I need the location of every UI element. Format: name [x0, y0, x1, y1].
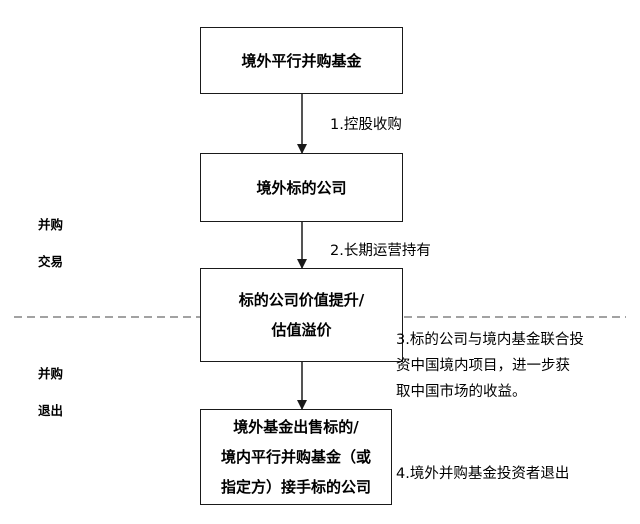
box-offshore-target-company-label: 境外标的公司 — [256, 178, 347, 197]
arrow-3-label: 3.标的公司与境内基金联合投 资中国境内项目，进一步获 取中国市场的收益。 — [396, 332, 584, 400]
box-exit-transfer: 境外基金出售标的/ 境内平行并购基金（或 指定方）接手标的公司 — [200, 409, 392, 505]
box-value-uplift-label: 标的公司价值提升/ 估值溢价 — [238, 291, 365, 339]
box-offshore-parallel-fund-label: 境外平行并购基金 — [241, 51, 362, 70]
box-exit-transfer-label: 境外基金出售标的/ 境内平行并购基金（或 指定方）接手标的公司 — [220, 418, 371, 496]
section-label-exit: 并购 退出 — [38, 366, 64, 418]
box-offshore-target-company: 境外标的公司 — [200, 153, 403, 222]
arrow-1-label: 1.控股收购 — [330, 117, 402, 133]
box-value-uplift: 标的公司价值提升/ 估值溢价 — [200, 268, 403, 362]
arrow-2-label: 2.长期运营持有 — [330, 243, 431, 259]
box-offshore-parallel-fund: 境外平行并购基金 — [200, 27, 403, 94]
arrow-4-label: 4.境外并购基金投资者退出 — [396, 466, 570, 482]
section-label-trade: 并购 交易 — [38, 217, 64, 269]
